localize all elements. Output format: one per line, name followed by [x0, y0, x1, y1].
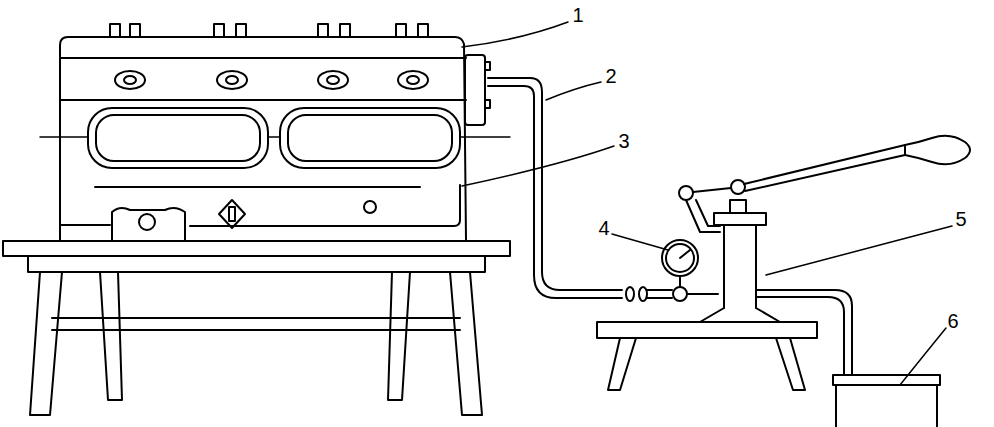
callout-number: 6 [947, 311, 958, 331]
cylinder-block [40, 24, 510, 240]
workbench [3, 241, 510, 415]
pressure-gauge [626, 240, 718, 301]
callout-number: 3 [618, 131, 629, 151]
pump-stand [597, 322, 817, 390]
callout-number: 1 [572, 5, 583, 25]
callout-number: 2 [605, 66, 616, 86]
leader-line [462, 22, 952, 385]
boss [115, 71, 428, 89]
callout-number: 5 [955, 209, 966, 229]
hose [488, 78, 622, 298]
oil-container [833, 375, 940, 427]
callout-number: 4 [598, 218, 609, 238]
hand-pump [679, 136, 970, 375]
